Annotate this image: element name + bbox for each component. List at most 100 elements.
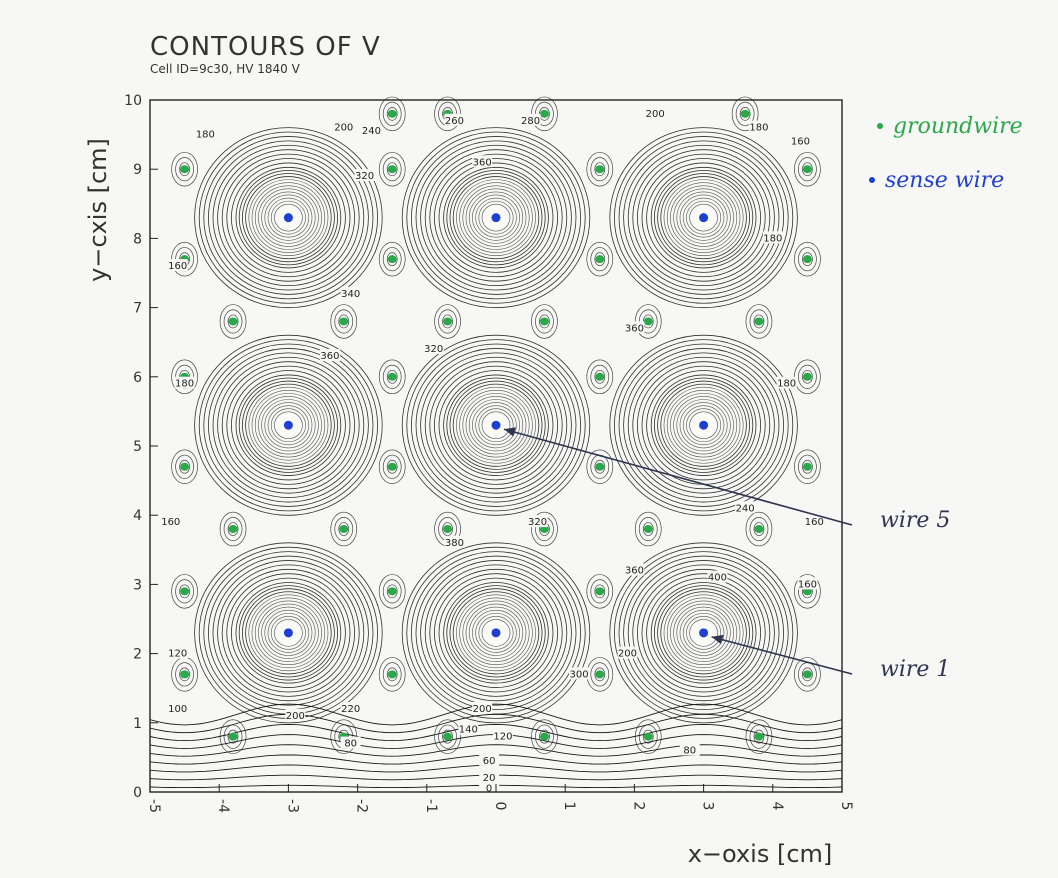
- contour-line: [472, 402, 520, 449]
- contour-line: [456, 179, 536, 256]
- contour-line: [443, 582, 549, 684]
- contour-line: [175, 579, 194, 604]
- contour-line: [254, 393, 322, 458]
- contour-line: [670, 600, 738, 666]
- contour-label-bg: [167, 646, 188, 659]
- contour-line: [378, 359, 406, 395]
- contour-line: [424, 564, 568, 702]
- contour-label-bg: [444, 113, 465, 126]
- contour-line: [632, 356, 775, 494]
- contour-line: [245, 176, 332, 260]
- contour-line: [443, 374, 549, 476]
- contour-line: [657, 380, 750, 470]
- contour-line: [429, 153, 563, 282]
- contour-line: [171, 151, 198, 187]
- contour-line: [386, 162, 398, 177]
- ground-wire-marker: [387, 165, 397, 174]
- contour-label: 160: [168, 261, 187, 272]
- contour-label: 200: [334, 123, 353, 134]
- contour-label: 360: [625, 323, 644, 334]
- contour-line: [241, 588, 335, 678]
- contour-line: [330, 304, 358, 339]
- contour-label-bg: [804, 515, 825, 528]
- contour-line: [433, 158, 558, 278]
- sense-wire-marker: [491, 628, 501, 638]
- contour-line: [238, 585, 338, 681]
- contour-line: [258, 188, 319, 247]
- contour-line: [212, 560, 365, 706]
- plot-frame: [149, 99, 843, 793]
- contour-line: [235, 374, 342, 476]
- contour-line: [653, 170, 754, 266]
- contour-line: [429, 361, 563, 490]
- contour-label-bg: [790, 134, 811, 147]
- contour-label-bg: [340, 286, 361, 299]
- contour-line: [481, 619, 511, 647]
- contour-line: [686, 200, 722, 235]
- y-tick-label: 8: [133, 231, 142, 247]
- contour-line: [531, 304, 558, 339]
- contour-line: [415, 555, 577, 711]
- y-tick-label: 2: [133, 647, 142, 663]
- contour-line: [623, 140, 784, 295]
- contour-line: [802, 162, 813, 177]
- contour-line: [406, 131, 586, 304]
- legend-ground-label: groundwire: [893, 114, 1023, 139]
- sense-wire-marker: [699, 213, 709, 223]
- contour-label: 280: [521, 116, 540, 127]
- contour-line: [657, 588, 750, 678]
- contour-label-bg: [624, 321, 645, 334]
- contour-line: [798, 157, 817, 182]
- contour-label-bg: [527, 515, 548, 528]
- contour-label-bg: [195, 127, 216, 140]
- contour-line: [449, 173, 543, 263]
- contour-line: [475, 405, 517, 446]
- contour-label: 100: [168, 704, 187, 715]
- contour-line: [475, 197, 517, 238]
- contour-line: [378, 241, 406, 277]
- ground-wire-marker: [539, 732, 549, 741]
- contour-line: [258, 396, 319, 455]
- contour-line: [226, 365, 351, 485]
- contour-line: [264, 609, 313, 656]
- contour-line: [382, 662, 402, 687]
- contour-line: [261, 191, 316, 244]
- contour-line: [663, 594, 744, 672]
- contour-line: [235, 582, 342, 684]
- contour-line: [673, 603, 734, 662]
- contour-label-bg: [340, 736, 361, 749]
- contour-label: 320: [355, 171, 374, 182]
- contour-line: [739, 106, 751, 121]
- annotation-label: wire 5: [880, 508, 950, 533]
- contour-line: [207, 348, 369, 503]
- contour-line: [424, 149, 568, 287]
- contour-line: [802, 252, 813, 267]
- contour-line: [459, 597, 533, 669]
- contour-line: [238, 377, 338, 473]
- contour-line: [686, 616, 722, 650]
- contour-line: [386, 584, 398, 599]
- contour-label-bg: [492, 729, 513, 742]
- contour-line: [539, 314, 550, 329]
- contour-line: [749, 516, 769, 542]
- contour-label-bg: [444, 535, 465, 548]
- contour-line: [217, 356, 360, 494]
- contour-line: [673, 396, 734, 455]
- contour-line: [590, 157, 610, 182]
- contour-line: [590, 579, 610, 604]
- contour-line: [676, 399, 731, 452]
- contour-line: [590, 364, 610, 389]
- contour-line: [660, 591, 747, 675]
- ground-wire-marker: [228, 525, 238, 534]
- contour-line: [401, 334, 591, 516]
- contour-line: [179, 162, 190, 177]
- contour-line: [586, 241, 614, 277]
- contour-line: [438, 577, 554, 688]
- contour-line: [433, 573, 558, 693]
- contour-line: [586, 151, 614, 187]
- contour-label: 160: [805, 517, 824, 528]
- contour-label: 160: [161, 517, 180, 528]
- contour-line: [682, 405, 725, 446]
- contour-line: [459, 389, 533, 461]
- contour-line: [434, 719, 461, 754]
